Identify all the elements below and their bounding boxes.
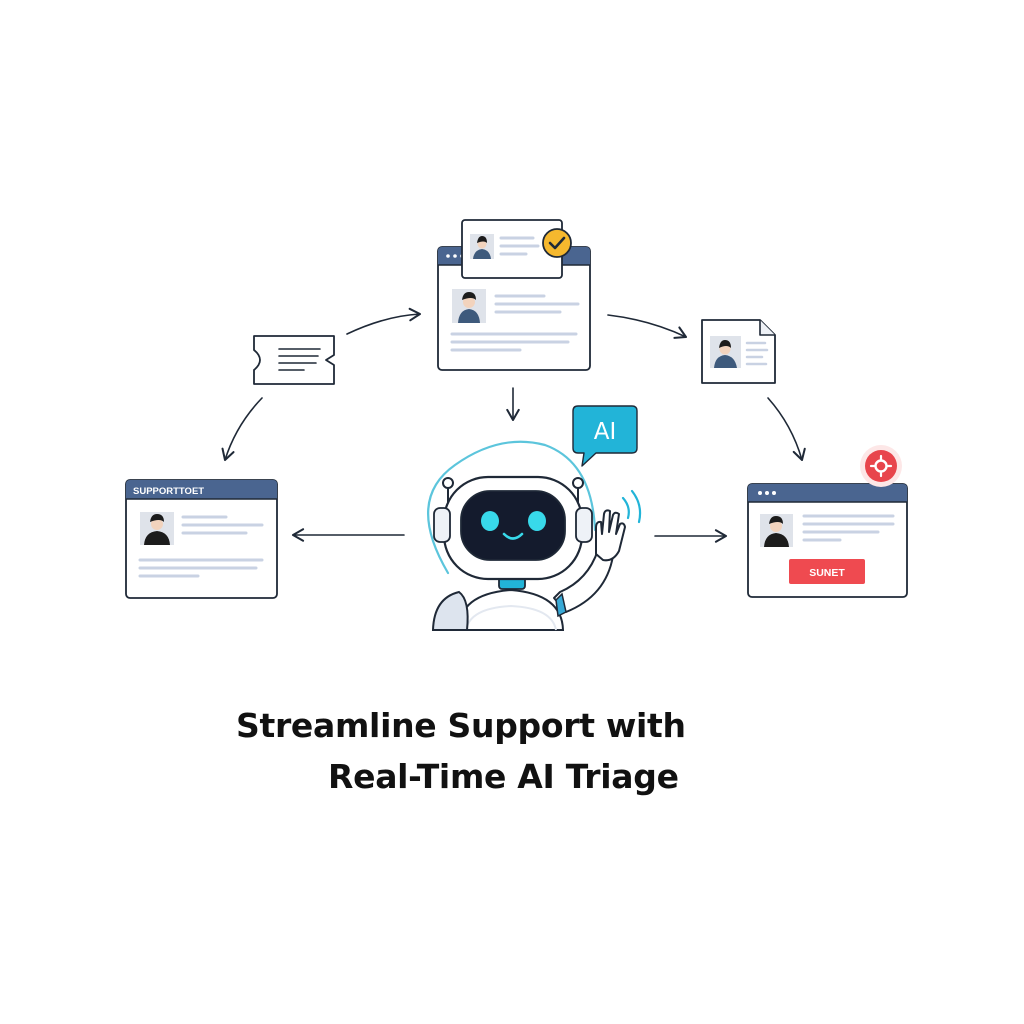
- flow-arrows: [221, 307, 806, 543]
- ticket-icon: [253, 335, 335, 385]
- alert-badge-icon: [860, 445, 902, 487]
- arrow-ticket-to-support-window: [221, 397, 263, 462]
- arrow-profile-to-document: [607, 314, 688, 339]
- user-avatar-icon: [470, 234, 494, 259]
- robot-icon: [427, 440, 642, 631]
- arrow-ticket-to-profile: [346, 307, 422, 335]
- ai-speech-bubble: AI: [572, 405, 638, 467]
- headline-line-2: Real-Time AI Triage: [328, 757, 679, 796]
- arrow-document-to-resolution-window: [767, 397, 806, 462]
- user-avatar-icon: [452, 289, 486, 323]
- resolution-window: SUNET: [747, 483, 908, 598]
- verified-profile-card: [461, 219, 572, 279]
- submit-button-label: SUNET: [809, 567, 845, 579]
- headline-line-1: Streamline Support with: [236, 706, 686, 745]
- user-avatar-icon: [760, 514, 793, 547]
- ai-bubble-label: AI: [594, 419, 617, 445]
- support-window-title: SUPPORTTOET: [133, 486, 204, 497]
- user-avatar-icon: [140, 512, 174, 545]
- check-badge-icon: [542, 228, 572, 258]
- user-avatar-icon: [710, 336, 741, 368]
- document-icon: [701, 319, 776, 384]
- submit-button[interactable]: SUNET: [789, 559, 865, 584]
- support-ticket-window: SUPPORTTOET: [125, 479, 278, 599]
